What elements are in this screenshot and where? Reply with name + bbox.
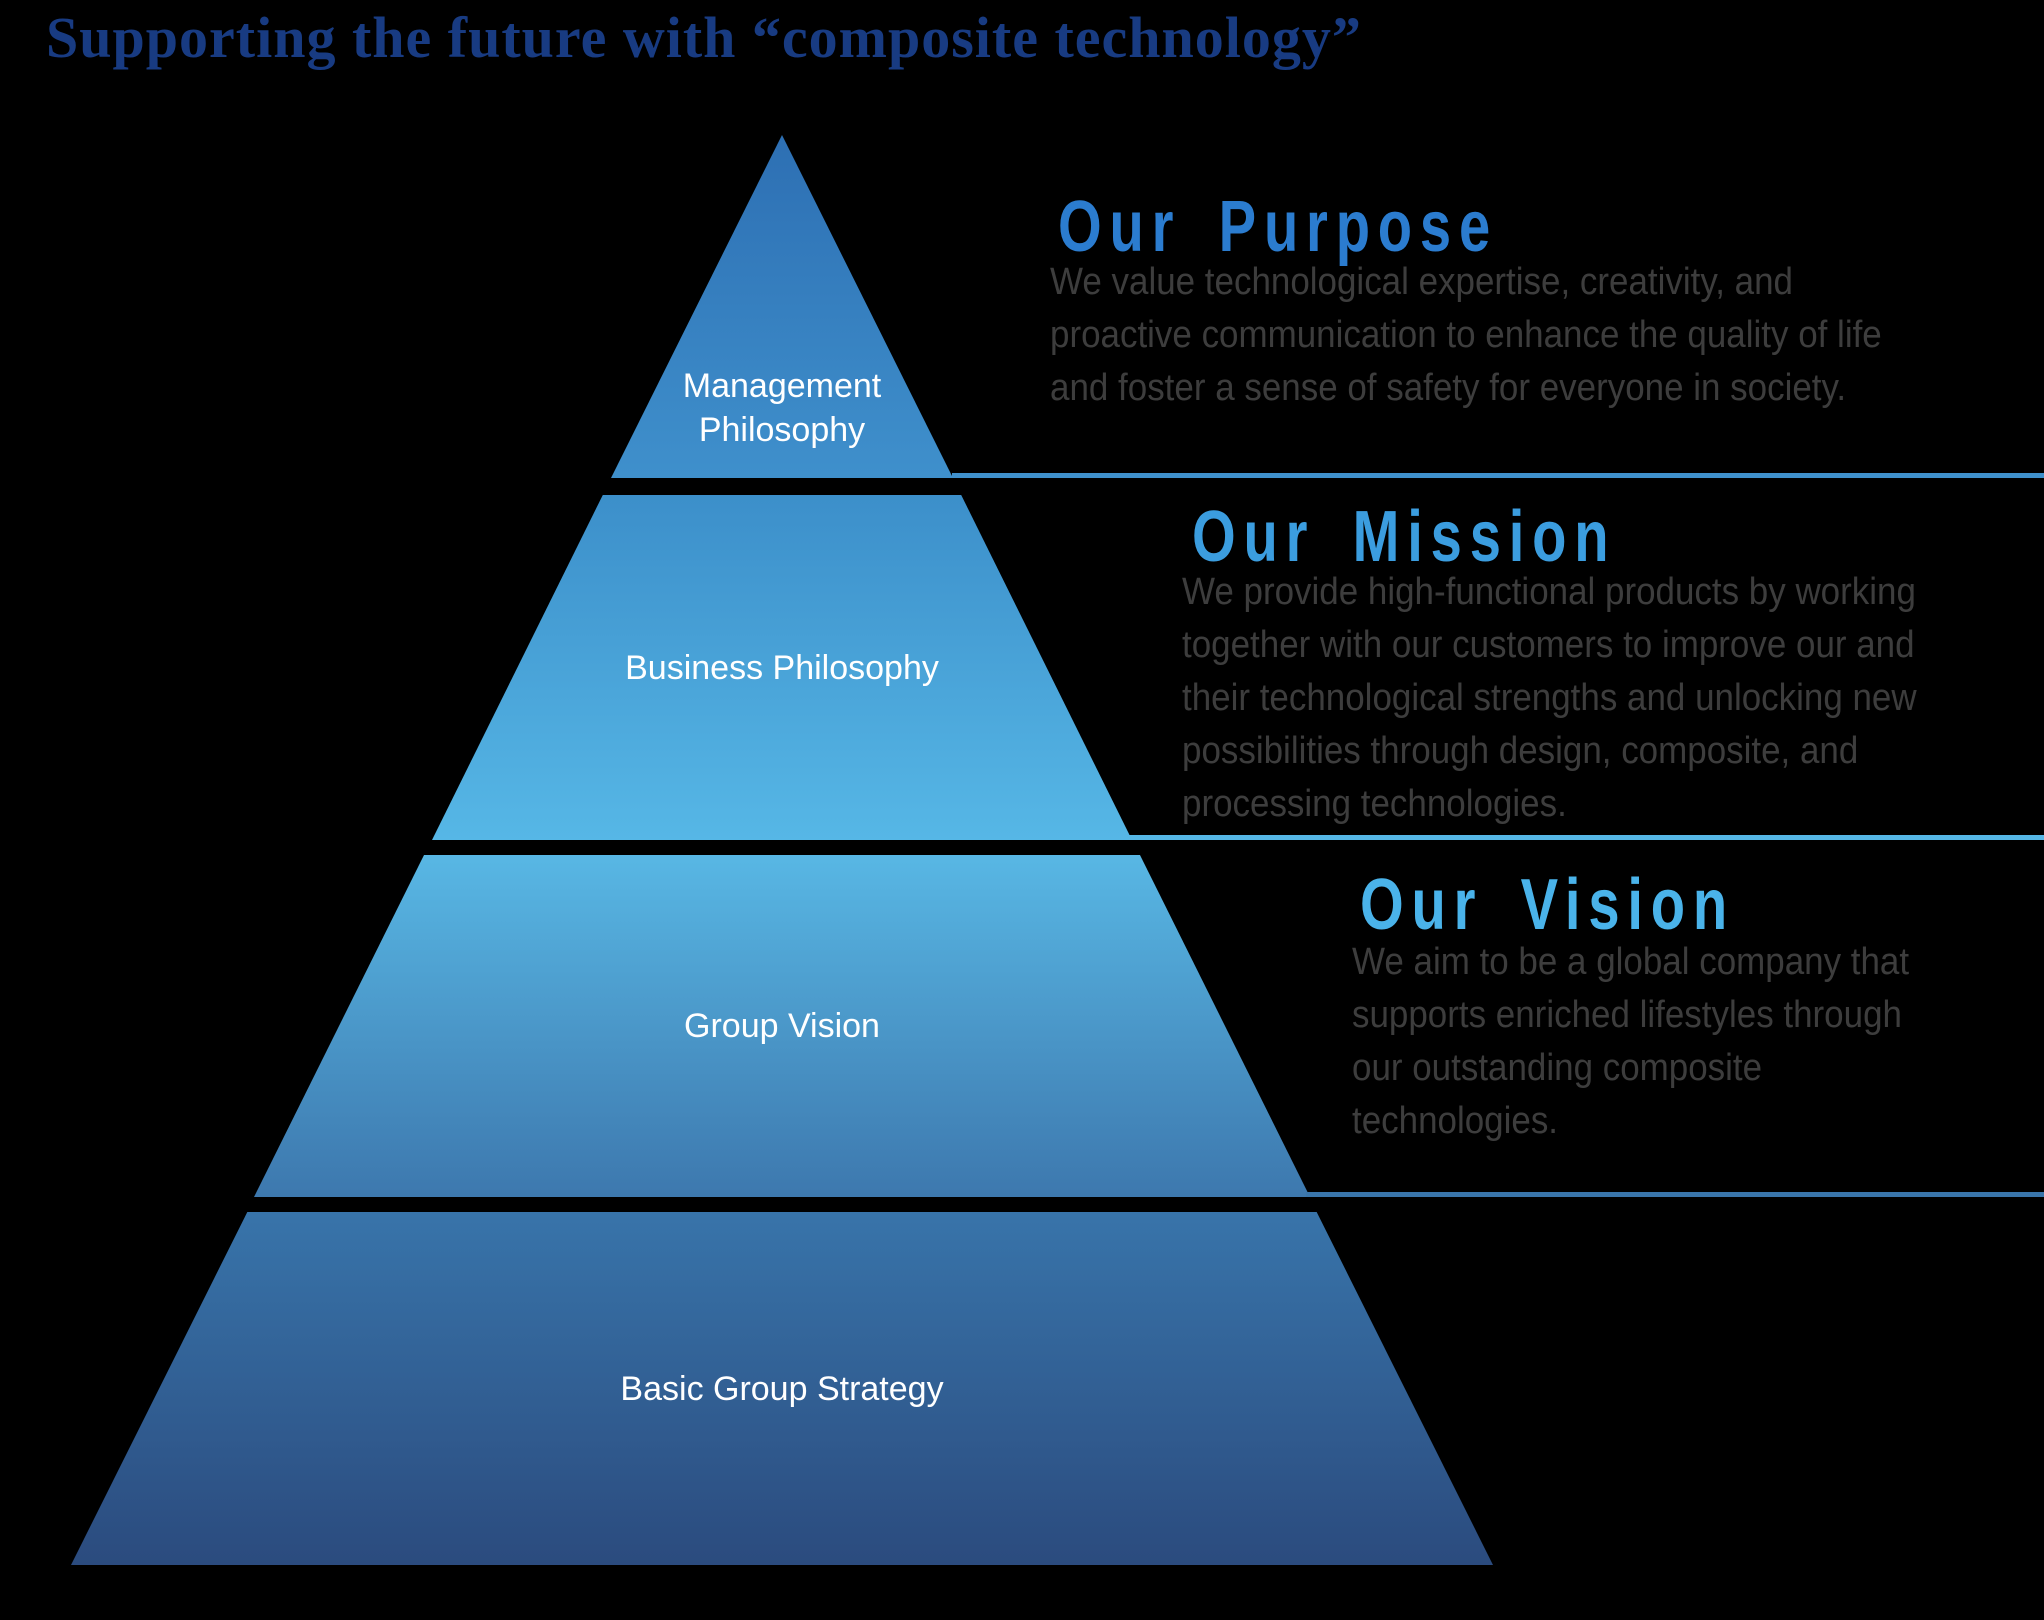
tier-business-philosophy: Business Philosophy (432, 495, 1132, 840)
mission-body: We provide high-functional products by w… (1182, 571, 1917, 825)
page-title: Supporting the future with “composite te… (46, 5, 1362, 70)
tier-management-philosophy: Management Philosophy (611, 135, 953, 478)
vision-body: We aim to be a global company that suppo… (1352, 941, 1910, 1142)
tier-basic-group-strategy: Basic Group Strategy (71, 1212, 1493, 1565)
mission-heading: Our Mission (1192, 497, 1617, 577)
separator-line-purpose (952, 473, 2044, 478)
purpose-body: We value technological expertise, creati… (1050, 261, 1882, 409)
purpose-heading: Our Purpose (1058, 187, 1498, 267)
vision-heading: Our Vision (1360, 865, 1735, 945)
tier-label-management-philosophy: Management Philosophy (682, 367, 882, 449)
tier-label-basic-group-strategy: Basic Group Strategy (620, 1369, 944, 1408)
tier-label-business-philosophy: Business Philosophy (625, 648, 939, 687)
tier-group-vision: Group Vision (254, 855, 1310, 1197)
tier-label-group-vision: Group Vision (684, 1007, 880, 1045)
separator-line-vision (1306, 1192, 2044, 1197)
separator-line-mission (1128, 835, 2044, 840)
